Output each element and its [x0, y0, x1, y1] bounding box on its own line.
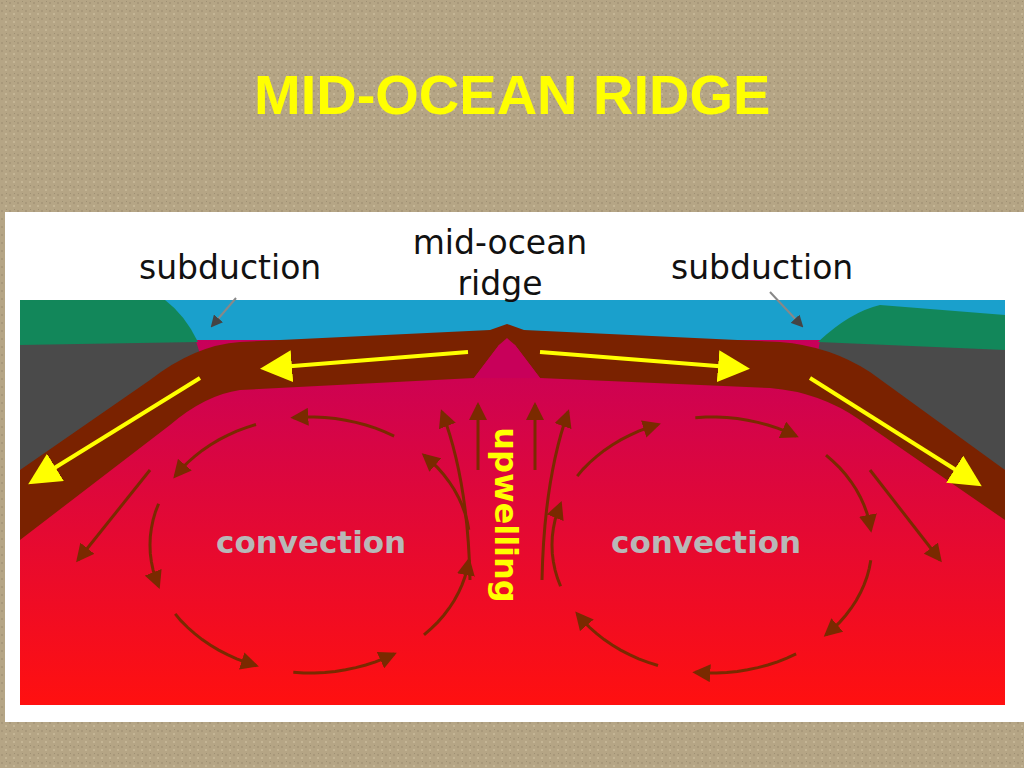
title: MID-OCEAN RIDGE	[254, 62, 770, 127]
convection-arrow	[175, 425, 256, 477]
convection-arrow	[826, 560, 871, 635]
convection-arrow	[695, 417, 796, 436]
subduction-label: subduction	[139, 248, 321, 287]
convection-arrow	[695, 654, 796, 673]
convection-arrow	[577, 425, 658, 477]
convection-arrow	[577, 614, 658, 666]
land-right	[818, 305, 1005, 350]
panel	[5, 212, 1024, 722]
ridge-label: mid-ocean ridge	[390, 222, 610, 305]
convection-arrow	[826, 455, 871, 530]
convection-arrow	[552, 504, 561, 587]
upwelling-label: upwelling	[487, 427, 525, 603]
convection-arrow	[424, 455, 469, 530]
subduction-label: subduction	[671, 248, 853, 287]
convection-arrow	[424, 560, 469, 635]
convection-label: convection	[216, 524, 406, 560]
convection-arrow	[175, 614, 256, 666]
convection-cells	[150, 417, 871, 673]
convection-arrow	[293, 417, 394, 436]
convection-arrow	[293, 654, 394, 673]
land-left	[20, 300, 198, 345]
ridge-wedge	[474, 338, 540, 378]
convection-arrow	[150, 504, 159, 587]
convection-label: convection	[611, 524, 801, 560]
